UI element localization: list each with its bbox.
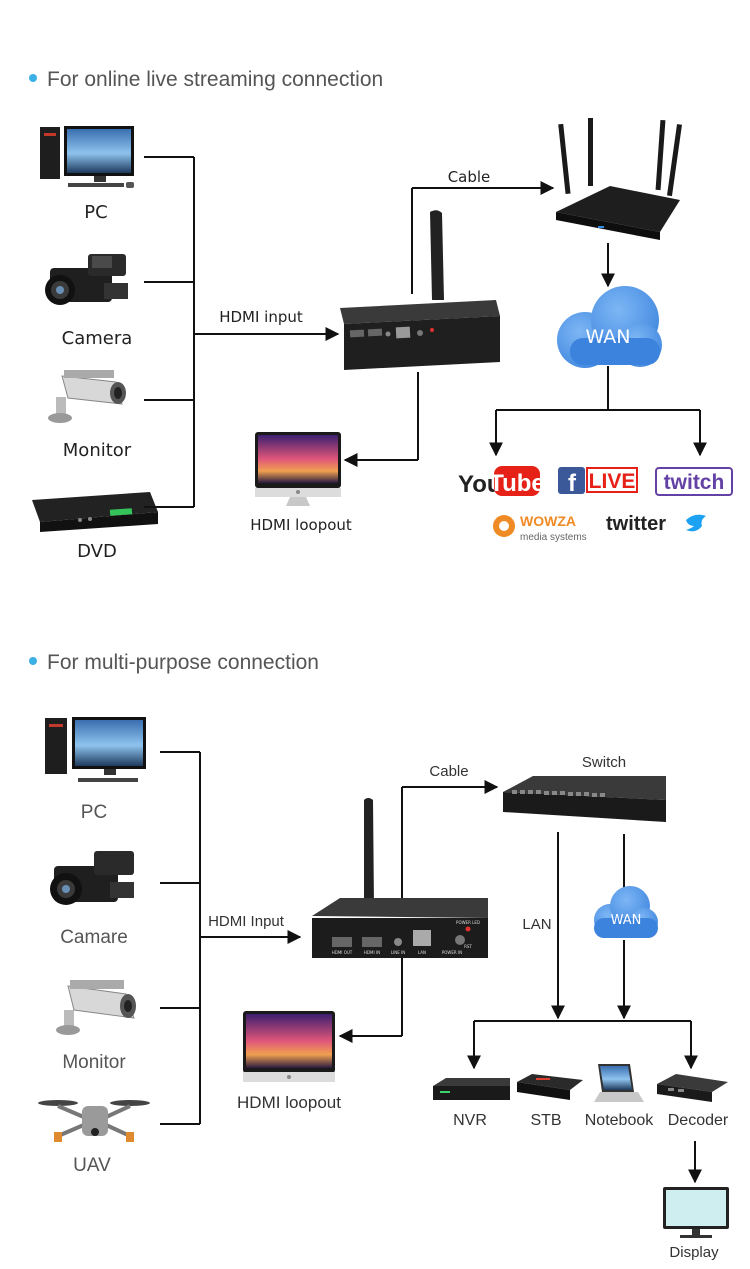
notebook-icon <box>594 1064 644 1102</box>
source-label-camare: Camare <box>60 927 128 948</box>
wan-label-1: WAN <box>586 326 631 348</box>
svg-text:twitter: twitter <box>606 513 666 535</box>
source-bus <box>144 156 340 508</box>
encoder-power-led: POWER LED <box>456 920 480 925</box>
section-2-bullet <box>29 657 37 665</box>
source-label-monitor-2: Monitor <box>62 1052 126 1073</box>
encoder-device <box>340 210 500 370</box>
encoder-device-2: HDMI OUT HDMI IN LINE IN LAN POWER IN PO… <box>312 798 488 958</box>
stb-device-icon <box>517 1074 583 1100</box>
pc-icon <box>40 126 134 188</box>
svg-text:f: f <box>568 470 577 497</box>
svg-text:twitch: twitch <box>664 471 725 494</box>
output-label-decoder: Decoder <box>668 1112 729 1129</box>
source-label-pc: PC <box>84 202 107 223</box>
encoder-port-hdmi-in: HDMI IN <box>364 950 380 955</box>
decoder-device-icon <box>657 1074 728 1102</box>
display-label: Display <box>669 1244 719 1261</box>
section-2-heading: For multi-purpose connection <box>47 651 319 674</box>
section-1-heading: For online live streaming connection <box>47 68 383 91</box>
hdmi-loopout-label-2: HDMI loopout <box>237 1093 341 1112</box>
output-label-nvr: NVR <box>453 1112 487 1129</box>
wan-cloud-icon: WAN <box>557 286 662 368</box>
network-switch-icon <box>503 776 666 822</box>
camera-icon <box>45 254 128 305</box>
source-label-camera: Camera <box>62 328 133 349</box>
security-camera-icon <box>48 370 126 423</box>
wan-label-2: WAN <box>611 913 642 928</box>
cable-label-1: Cable <box>448 168 491 186</box>
wan-fanout-1 <box>489 366 707 457</box>
hdmi-input-label: HDMI input <box>219 308 303 326</box>
wowza-logo-icon: WOWZA media systems <box>493 513 587 543</box>
encoder-port-lan: LAN <box>418 950 426 955</box>
encoder-port-line-in: LINE IN <box>391 950 405 955</box>
wan-cloud-icon-2: WAN <box>594 886 658 938</box>
imac-display-icon <box>255 432 341 506</box>
source-label-uav: UAV <box>73 1155 111 1176</box>
source-label-monitor: Monitor <box>63 440 132 461</box>
encoder-rst: RST <box>464 944 472 949</box>
hdmi-input-label-2: HDMI Input <box>208 913 285 930</box>
source-bus-2 <box>160 751 302 1125</box>
svg-text:media systems: media systems <box>520 532 587 543</box>
lan-label: LAN <box>522 916 551 933</box>
svg-text:Tube: Tube <box>489 470 545 497</box>
encoder-port-power-in: POWER IN <box>442 950 462 955</box>
camera-icon-2 <box>50 851 134 905</box>
youtube-logo-icon: You Tube <box>458 466 545 498</box>
twitch-logo-icon: twitch <box>655 467 733 496</box>
drone-icon <box>38 1100 150 1142</box>
router-icon <box>556 118 682 240</box>
dvd-player-icon <box>32 492 158 532</box>
source-label-pc-2: PC <box>81 802 107 823</box>
svg-text:WOWZA: WOWZA <box>520 513 576 529</box>
section-1-bullet <box>29 74 37 82</box>
source-label-dvd: DVD <box>77 541 117 562</box>
output-label-notebook: Notebook <box>585 1112 654 1129</box>
twitter-logo-icon: twitter <box>606 513 706 535</box>
output-fanout <box>467 1020 698 1070</box>
display-monitor-icon <box>663 1187 729 1238</box>
svg-text:LIVE: LIVE <box>589 470 636 493</box>
hdmi-loopout-label-1: HDMI loopout <box>250 516 352 534</box>
switch-label: Switch <box>582 754 626 771</box>
section-1: For online live streaming connection PC … <box>29 68 733 562</box>
nvr-device-icon <box>433 1078 510 1100</box>
imac-display-icon-2 <box>243 1011 335 1082</box>
cable-label-2: Cable <box>429 763 468 780</box>
encoder-port-hdmi-out: HDMI OUT <box>332 950 353 955</box>
section-2: For multi-purpose connection PC Camare <box>29 651 729 1261</box>
facebook-live-logo-icon: f LIVE <box>558 467 638 497</box>
security-camera-icon-2 <box>56 980 136 1035</box>
pc-icon-2 <box>45 717 146 782</box>
output-label-stb: STB <box>530 1112 561 1129</box>
